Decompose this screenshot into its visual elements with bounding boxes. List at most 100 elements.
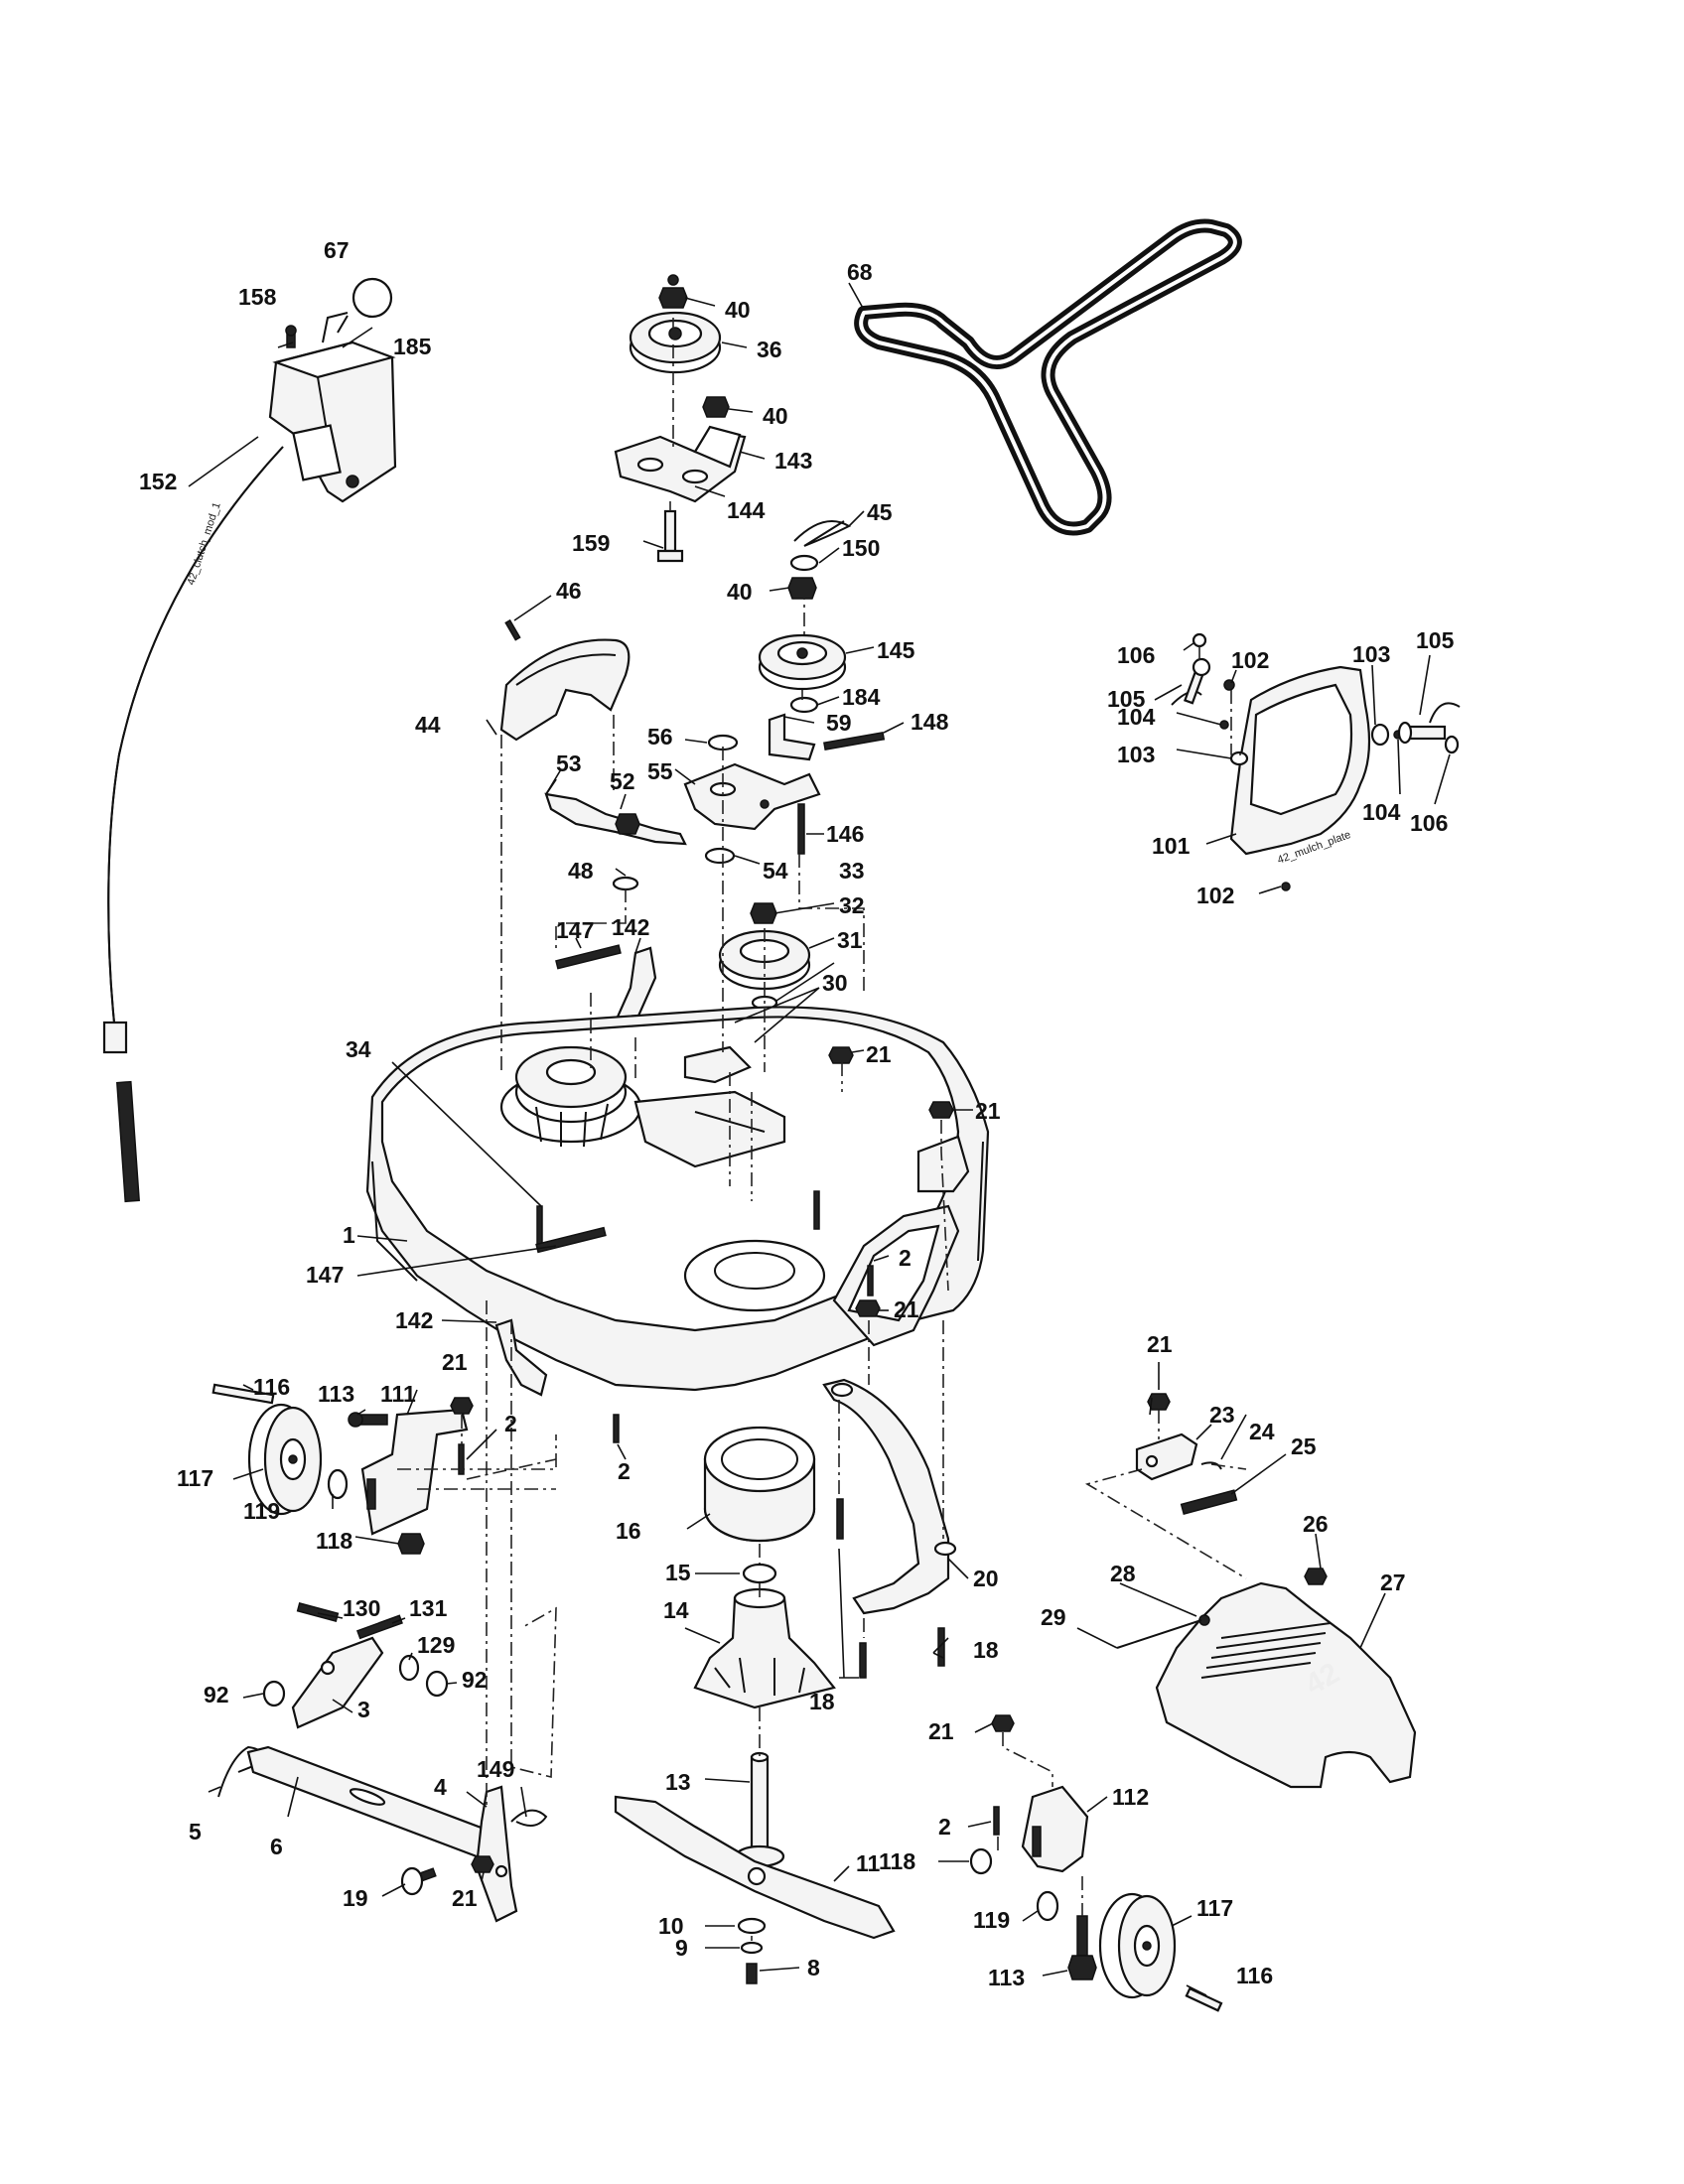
- bracket-23: [1135, 1433, 1198, 1481]
- knob-67: [351, 277, 393, 319]
- nut-118-right: [969, 1847, 993, 1875]
- bolt-18-a: [836, 1498, 844, 1540]
- nut-40-top: [658, 274, 688, 309]
- bolt-19: [400, 1866, 437, 1896]
- label-48: 48: [568, 858, 594, 884]
- label-46: 46: [556, 578, 582, 604]
- idler-arm-55: [683, 762, 821, 831]
- label-15: 15: [665, 1560, 691, 1585]
- bracket-4: [475, 1785, 518, 1923]
- label-142b: 142: [395, 1307, 433, 1333]
- link-bar-6: [246, 1745, 498, 1858]
- label-113a: 113: [318, 1381, 354, 1407]
- label-105b: 105: [1107, 686, 1146, 712]
- screw-106-right: [1444, 735, 1460, 754]
- screw-102-bottom: [1281, 882, 1291, 891]
- label-55: 55: [647, 758, 673, 784]
- label-5: 5: [189, 1819, 202, 1844]
- label-117b: 117: [1196, 1895, 1233, 1921]
- bracket-59: [768, 713, 816, 761]
- cable-end-fitting: [102, 1021, 128, 1054]
- bolt-130: [296, 1602, 340, 1622]
- label-21d: 21: [442, 1349, 468, 1375]
- label-104b: 104: [1362, 799, 1401, 825]
- label-21e: 21: [928, 1718, 954, 1744]
- label-1: 1: [343, 1222, 355, 1248]
- screw-102-top: [1223, 679, 1235, 691]
- bolt-8: [746, 1963, 758, 1984]
- washer-103-right: [1370, 723, 1390, 747]
- washer-119-right: [1036, 1890, 1059, 1922]
- label-129: 129: [417, 1632, 455, 1658]
- clutch-bracket-185: [268, 312, 397, 503]
- label-150: 150: [842, 535, 880, 561]
- label-26: 26: [1303, 1511, 1329, 1537]
- label-68: 68: [847, 259, 873, 285]
- washer-119-left: [327, 1468, 349, 1500]
- bolt-2-deck: [867, 1265, 874, 1297]
- label-19: 19: [343, 1885, 368, 1911]
- nut-92-right: [425, 1670, 449, 1698]
- blade-11: [614, 1795, 896, 1940]
- label-92a: 92: [204, 1682, 229, 1707]
- bolt-113-right: [1067, 1915, 1097, 1980]
- label-185: 185: [393, 334, 432, 359]
- nut-52: [615, 813, 640, 835]
- label-11: 11: [856, 1850, 881, 1876]
- label-67: 67: [324, 237, 350, 263]
- nut-21-c: [855, 1299, 881, 1317]
- clutch-cable-tag: 42_clutch_mod_1: [185, 501, 222, 587]
- label-59: 59: [826, 710, 852, 736]
- spring-148: [823, 731, 886, 751]
- label-111: 111: [380, 1381, 416, 1407]
- label-21a: 21: [866, 1041, 892, 1067]
- label-23: 23: [1209, 1402, 1235, 1428]
- washer-184: [789, 696, 819, 714]
- nut-118-left: [397, 1533, 425, 1555]
- label-40a: 40: [725, 297, 751, 323]
- assembly-lines: [397, 318, 1247, 1941]
- label-106a: 106: [1117, 642, 1155, 668]
- spindle-housing-14: [693, 1587, 836, 1709]
- label-116b: 116: [1236, 1963, 1273, 1988]
- label-119a: 119: [243, 1498, 280, 1524]
- label-20: 20: [973, 1566, 999, 1591]
- baffle-16: [703, 1426, 816, 1543]
- label-21c: 21: [894, 1297, 919, 1322]
- deck-shell-1: [365, 1006, 990, 1392]
- label-10: 10: [658, 1913, 684, 1939]
- label-6: 6: [270, 1834, 283, 1859]
- bolt-116-right: [1185, 1986, 1223, 2012]
- nut-21-front: [471, 1855, 494, 1873]
- label-21b: 21: [975, 1098, 1001, 1124]
- label-36: 36: [757, 337, 782, 362]
- label-116a: 116: [253, 1374, 290, 1400]
- label-13: 13: [665, 1769, 691, 1795]
- label-146: 146: [826, 821, 864, 847]
- washer-54: [704, 847, 736, 865]
- cable-spring-end: [116, 1080, 140, 1203]
- label-158: 158: [238, 284, 277, 310]
- label-28: 28: [1110, 1561, 1136, 1586]
- nut-21-b: [928, 1101, 954, 1119]
- hairpin-45: [793, 520, 852, 547]
- washer-10: [737, 1917, 767, 1935]
- wheel-bracket-112: [1021, 1785, 1089, 1873]
- label-2d: 2: [938, 1814, 951, 1840]
- label-18b: 18: [809, 1689, 835, 1714]
- label-25: 25: [1291, 1433, 1317, 1459]
- label-147b: 147: [306, 1262, 344, 1288]
- bracket-3: [291, 1636, 384, 1729]
- washer-129: [398, 1654, 420, 1682]
- washer-150: [789, 554, 819, 572]
- label-29: 29: [1041, 1604, 1066, 1630]
- nut-33: [750, 902, 777, 924]
- pin-105-right: [1397, 702, 1461, 745]
- label-102a: 102: [1231, 647, 1269, 673]
- bearing-15: [742, 1563, 777, 1584]
- spindle-shaft-13: [734, 1751, 785, 1868]
- label-105a: 105: [1416, 627, 1455, 653]
- nut-21-a: [828, 1046, 854, 1064]
- wheel-117-right: [1098, 1892, 1177, 1999]
- label-145: 145: [877, 637, 915, 663]
